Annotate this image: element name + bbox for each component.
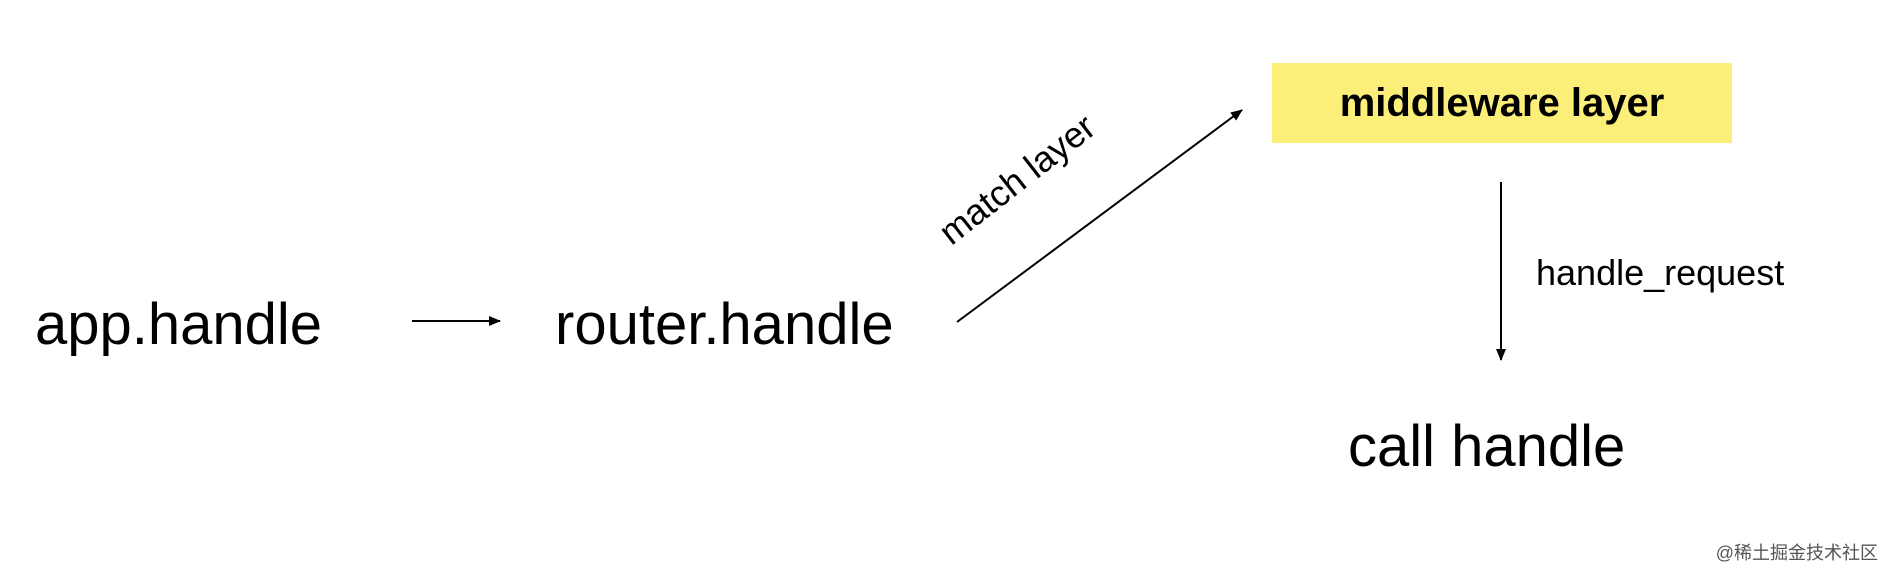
middleware-layer-label: middleware layer	[1339, 81, 1665, 125]
node-app-handle: app.handle	[35, 292, 323, 357]
watermark: @稀土掘金技术社区	[1715, 543, 1878, 563]
node-call-handle: call handle	[1348, 414, 1626, 479]
node-router-handle: router.handle	[555, 292, 894, 357]
arrow-router-to-middleware	[956, 109, 1243, 323]
edge-label-handle-request: handle_request	[1536, 252, 1785, 293]
node-middleware-layer: middleware layer	[1272, 63, 1732, 143]
